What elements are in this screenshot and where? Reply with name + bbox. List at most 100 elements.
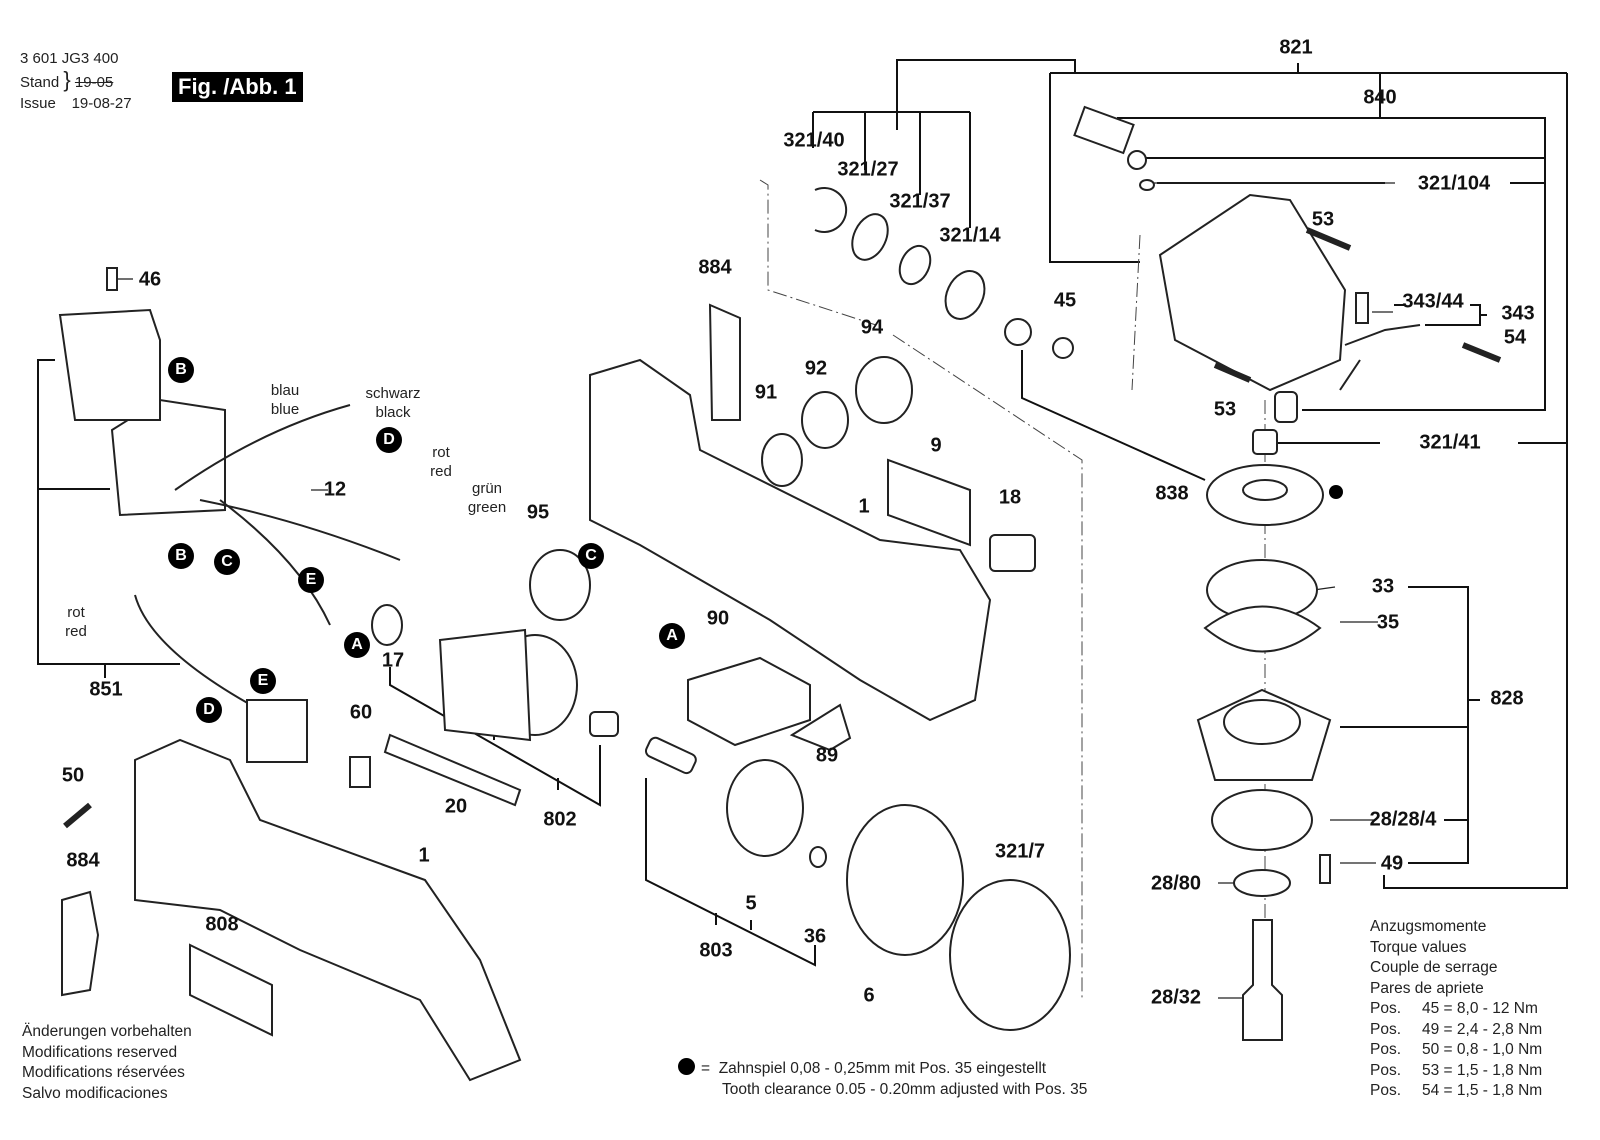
connector-c-left: C [214,549,240,575]
wire-label-green: grün green [467,480,507,516]
label-321-104: 321/104 [1417,172,1491,195]
note-line-de: Änderungen vorbehalten [22,1023,192,1040]
label-36: 36 [803,925,827,948]
label-17: 17 [381,649,405,672]
connector-e-wire: E [298,567,324,593]
tooth-clearance-legend: = Zahnspiel 0,08 - 0,25mm mit Pos. 35 ei… [678,1058,1087,1100]
label-321-27: 321/27 [837,158,899,181]
torque-row: Pos. 54 = 1,5 - 1,8 Nm [1370,1081,1542,1102]
label-1-bottom: 1 [418,844,430,867]
label-18: 18 [998,486,1022,509]
label-49: 49 [1380,852,1404,875]
label-91: 91 [754,381,778,404]
label-884-bottom: 884 [66,849,100,872]
label-808: 808 [205,913,239,936]
label-20: 20 [444,795,468,818]
part-number: 3 601 JG3 400 [20,50,119,67]
label-884-top: 884 [698,256,732,279]
stand-value: 19-05 [74,74,114,91]
label-53-bottom: 53 [1213,398,1237,421]
label-851: 851 [89,678,123,701]
torque-value: 49 = 2,4 - 2,8 Nm [1422,1020,1543,1038]
tooth-clearance-marker [1329,485,1343,499]
label-94: 94 [860,316,884,339]
label-5: 5 [745,892,757,915]
label-28-32: 28/32 [1150,986,1202,1009]
label-840: 840 [1363,86,1397,109]
torque-value: 54 = 1,5 - 1,8 Nm [1422,1082,1543,1099]
label-9: 9 [930,434,942,457]
note-line-es: Salvo modificaciones [22,1084,168,1102]
wire-label-red-2: rot red [65,604,87,640]
label-12: 12 [323,478,347,501]
torque-row: Pos. 50 = 0,8 - 1,0 Nm [1370,1040,1542,1061]
label-90: 90 [706,607,730,630]
label-343-44: 343/44 [1402,290,1464,313]
connector-e-switch: E [250,668,276,694]
torque-values-table: Anzugsmomente Torque values Couple de se… [1370,917,1542,1102]
torque-pos: Pos. [1370,1020,1402,1038]
connector-b-bottom: B [168,543,194,569]
label-803: 803 [699,939,733,962]
label-321-37: 321/37 [889,190,951,213]
label-6: 6 [863,984,875,1007]
connector-b-top: B [168,357,194,383]
wire-label-blue: blau blue [270,382,300,418]
label-28-80: 28/80 [1150,872,1202,895]
wire-label-red-1: rot red [430,444,452,480]
label-321-40: 321/40 [783,129,845,152]
connector-a-module: A [659,623,685,649]
label-321-7: 321/7 [994,840,1046,863]
connector-d-top: D [376,427,402,453]
legend-line-de: Zahnspiel 0,08 - 0,25mm mit Pos. 35 eing… [718,1060,1047,1077]
label-35: 35 [1376,611,1400,634]
legend-line-en: Tooth clearance 0.05 - 0.20mm adjusted w… [722,1080,1088,1098]
torque-value: 45 = 8,0 - 12 Nm [1422,1000,1538,1017]
label-33: 33 [1371,575,1395,598]
stand-label: Stand [20,74,60,91]
label-45: 45 [1053,289,1077,312]
torque-title-fr: Couple de serrage [1370,959,1498,976]
label-343: 343 [1501,302,1535,325]
figure-label: Fig. /Abb. 1 [172,72,303,102]
connector-d-switch: D [196,697,222,723]
label-50: 50 [61,764,85,787]
label-321-41: 321/41 [1419,431,1481,454]
label-828: 828 [1490,687,1524,710]
label-60: 60 [349,701,373,724]
label-838: 838 [1155,482,1189,505]
torque-title-en: Torque values [1370,938,1467,956]
issue-value: 19-08-27 [71,95,132,112]
issue-label: Issue [20,95,56,112]
torque-value: 53 = 1,5 - 1,8 Nm [1422,1061,1543,1079]
modifications-note: Änderungen vorbehalten Modifications res… [22,1022,192,1104]
torque-title-de: Anzugsmomente [1370,918,1487,935]
torque-row: Pos. 49 = 2,4 - 2,8 Nm [1370,1020,1542,1041]
note-line-en: Modifications reserved [22,1043,178,1061]
connector-c-housing: C [578,543,604,569]
torque-pos: Pos. [1370,1000,1402,1017]
label-53-top: 53 [1311,208,1335,231]
label-54: 54 [1503,326,1527,349]
wire-label-black: schwarz black [365,385,421,421]
note-line-fr: Modifications réservées [22,1064,185,1081]
torque-pos: Pos. [1370,1061,1402,1079]
label-1-top: 1 [858,495,870,518]
label-802: 802 [543,808,577,831]
torque-row: Pos. 45 = 8,0 - 12 Nm [1370,999,1542,1020]
torque-pos: Pos. [1370,1041,1402,1058]
label-821: 821 [1279,36,1313,59]
connector-a-wire: A [344,632,370,658]
stand-issue-block: Stand } 19-05 Issue } 19-08-27 [20,67,132,113]
label-89: 89 [815,744,839,767]
torque-pos: Pos. [1370,1082,1402,1099]
torque-title-es: Pares de apriete [1370,979,1484,997]
label-92: 92 [804,357,828,380]
torque-row: Pos. 53 = 1,5 - 1,8 Nm [1370,1061,1542,1082]
legend-equals: = [701,1060,711,1077]
torque-value: 50 = 0,8 - 1,0 Nm [1422,1041,1543,1058]
label-95: 95 [526,501,550,524]
label-46: 46 [138,268,162,291]
legend-dot-icon [678,1058,695,1075]
